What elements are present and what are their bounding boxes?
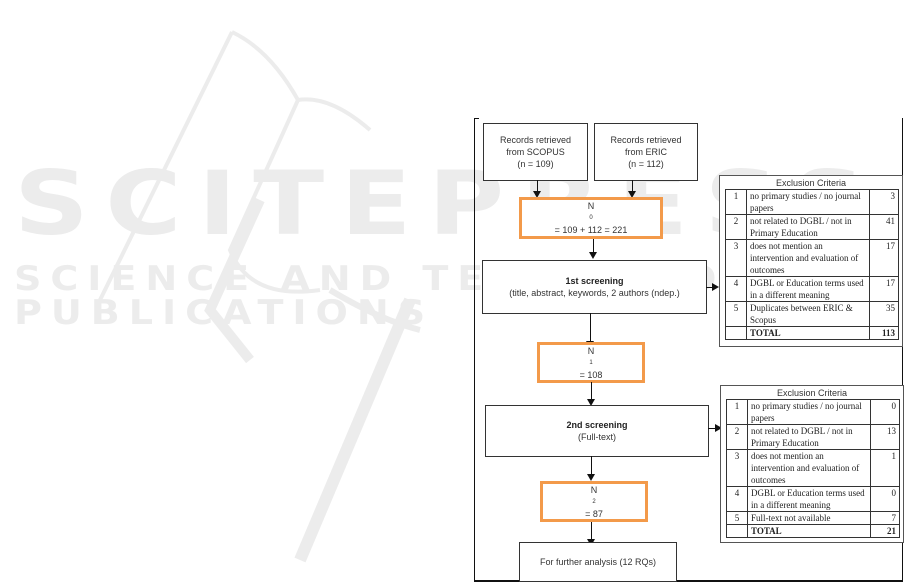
source-line2: from SCOPUS	[506, 147, 565, 157]
row-count: 7	[870, 511, 900, 525]
table-row: 1 no primary studies / no journal papers…	[726, 399, 900, 425]
final-box: For further analysis (12 RQs)	[519, 542, 677, 582]
row-criterion: no primary studies / no journal papers	[746, 189, 870, 215]
row-count: 1	[870, 449, 900, 487]
row-number: 4	[725, 276, 747, 302]
final-label: For further analysis (12 RQs)	[539, 557, 657, 567]
table-row: 5 Full-text not available 7	[726, 511, 900, 525]
row-number: 3	[726, 449, 748, 487]
table-total-row: TOTAL 113	[725, 326, 899, 340]
table-row: 3 does not mention an intervention and e…	[725, 239, 899, 277]
connector	[706, 287, 713, 288]
row-number	[725, 326, 747, 340]
row-criterion: not related to DGBL / not in Primary Edu…	[746, 214, 870, 240]
exclusion-table-title: Exclusion Criteria	[776, 388, 848, 398]
table-row: 4 DGBL or Education terms used in a diff…	[726, 486, 900, 512]
arrow-down-icon	[533, 191, 541, 198]
connector	[590, 313, 591, 343]
screening1-detail: (title, abstract, keywords, 2 authors (n…	[509, 288, 680, 298]
arrow-right-icon	[712, 283, 719, 291]
table-row: 4 DGBL or Education terms used in a diff…	[725, 276, 899, 302]
arrow-down-icon	[587, 399, 595, 406]
exclusion-table-title: Exclusion Criteria	[775, 178, 847, 188]
row-criterion: Duplicates between ERIC & Scopus	[746, 301, 870, 327]
row-criterion: does not mention an intervention and eva…	[747, 449, 871, 487]
total-label: TOTAL	[746, 326, 870, 340]
row-number: 4	[726, 486, 748, 512]
row-count: 17	[869, 239, 899, 277]
table-row: 2 not related to DGBL / not in Primary E…	[725, 214, 899, 240]
row-criterion: does not mention an intervention and eva…	[746, 239, 870, 277]
table-row: 5 Duplicates between ERIC & Scopus 35	[725, 301, 899, 327]
row-number: 2	[725, 214, 747, 240]
connector	[591, 382, 592, 402]
row-criterion: not related to DGBL / not in Primary Edu…	[747, 424, 871, 450]
table-total-row: TOTAL 21	[726, 524, 900, 538]
source-box-eric: Records retrieved from ERIC (n = 112)	[594, 123, 698, 181]
row-count: 0	[870, 399, 900, 425]
connector	[708, 428, 716, 429]
row-criterion: DGBL or Education terms used in a differ…	[746, 276, 870, 302]
row-number: 5	[726, 511, 748, 525]
row-count: 17	[869, 276, 899, 302]
arrow-down-icon	[587, 474, 595, 481]
connector	[591, 522, 592, 542]
screening1-title: 1st screening	[565, 276, 624, 286]
source-line3: (n = 112)	[628, 159, 664, 169]
source-line2: from ERIC	[624, 147, 667, 157]
total-label: TOTAL	[747, 524, 871, 538]
total-count: 113	[869, 326, 899, 340]
row-criterion: Full-text not available	[747, 511, 871, 525]
screening2-title: 2nd screening	[566, 420, 628, 430]
row-number: 2	[726, 424, 748, 450]
exclusion-criteria-table: 1 no primary studies / no journal papers…	[726, 399, 900, 538]
figure-frame	[474, 118, 903, 582]
row-count: 3	[869, 189, 899, 215]
table-row: 2 not related to DGBL / not in Primary E…	[726, 424, 900, 450]
row-number: 5	[725, 301, 747, 327]
exclusion-table-2: Exclusion Criteria 1 no primary studies …	[720, 385, 904, 543]
row-number	[726, 524, 748, 538]
row-count: 35	[869, 301, 899, 327]
table-row: 3 does not mention an intervention and e…	[726, 449, 900, 487]
arrow-down-icon	[628, 191, 636, 198]
source-line3: (n = 109)	[517, 159, 554, 169]
row-number: 3	[725, 239, 747, 277]
row-count: 0	[870, 486, 900, 512]
exclusion-table-1: Exclusion Criteria 1 no primary studies …	[719, 175, 903, 347]
source-box-scopus: Records retrieved from SCOPUS (n = 109)	[483, 123, 588, 181]
row-criterion: DGBL or Education terms used in a differ…	[747, 486, 871, 512]
screening2-detail: (Full-text)	[578, 432, 616, 442]
arrow-right-icon	[715, 424, 722, 432]
connector	[593, 239, 594, 253]
connector	[591, 456, 592, 476]
row-count: 41	[869, 214, 899, 240]
total-count: 21	[870, 524, 900, 538]
arrow-down-icon	[589, 252, 597, 259]
table-row: 1 no primary studies / no journal papers…	[725, 189, 899, 215]
row-count: 13	[870, 424, 900, 450]
exclusion-criteria-table: 1 no primary studies / no journal papers…	[725, 189, 899, 340]
source-line1: Records retrieved	[610, 135, 682, 145]
screening2-box: 2nd screening (Full-text)	[485, 405, 709, 457]
connector	[537, 180, 538, 192]
screening1-box: 1st screening (title, abstract, keywords…	[482, 260, 707, 314]
source-line1: Records retrieved	[499, 135, 572, 145]
row-number: 1	[725, 189, 747, 215]
row-number: 1	[726, 399, 748, 425]
connector	[632, 180, 633, 192]
row-criterion: no primary studies / no journal papers	[747, 399, 871, 425]
